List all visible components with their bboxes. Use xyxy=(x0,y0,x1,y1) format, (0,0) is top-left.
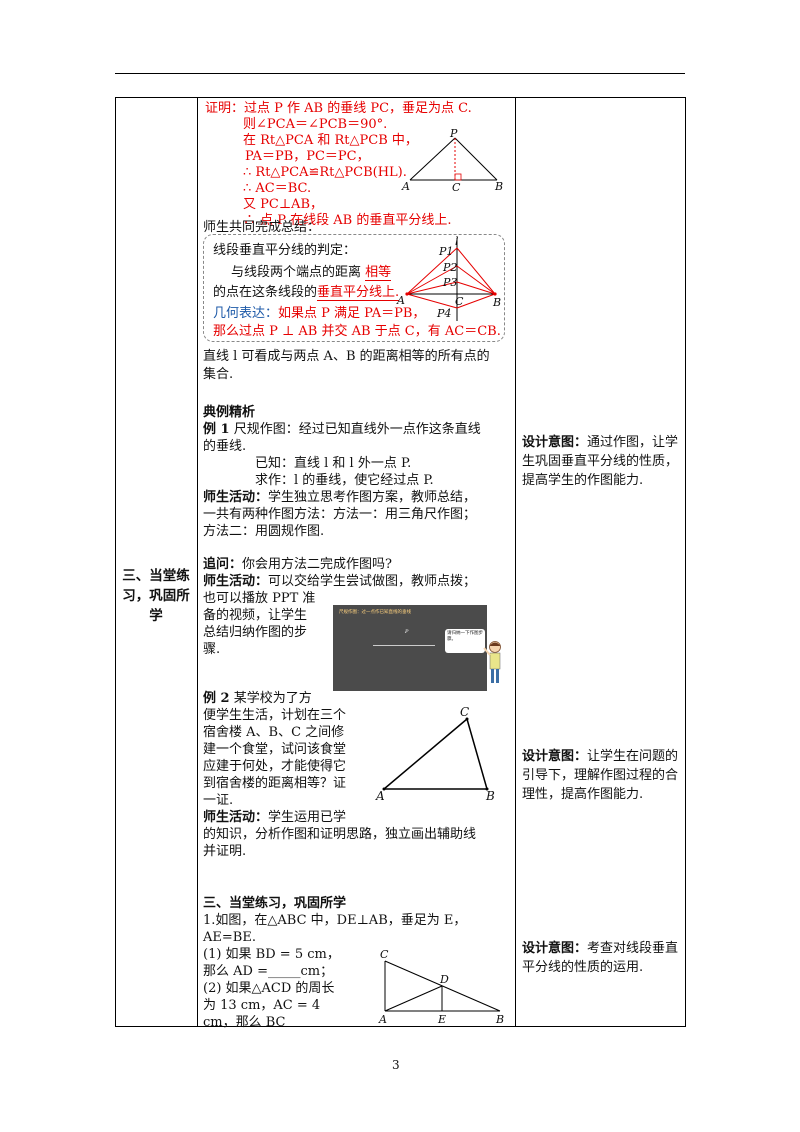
example2-line-7: 一证. xyxy=(203,793,234,808)
example1-activity-1: 师生活动：学生独立思考作图方案，教师总结， xyxy=(203,490,477,505)
proof-line-4: PA＝PB，PC＝PC， xyxy=(245,149,370,164)
example2-activity-2: 的知识，分析作图和证明思路，独立画出辅助线 xyxy=(203,827,477,842)
fig4-label-e: E xyxy=(437,1013,446,1026)
example2-line-5: 应建于何处，才能使得它 xyxy=(203,759,347,774)
lesson-table xyxy=(114,97,687,1027)
proof-line-8: ∴ 点 P 在线段 AB 的垂直平分线上. xyxy=(243,213,452,228)
fig1-label-a: A xyxy=(401,180,410,193)
ppt-header: 尺规作图：过一点作已知直线的垂线 xyxy=(339,610,411,615)
proof-line-1: 证明：过点 P 作 AB 的垂线 PC，垂足为点 C. xyxy=(205,101,472,116)
example-heading: 典例精析 xyxy=(203,405,256,420)
ppt-speech-bubble: 请归纳一下作图步骤。 xyxy=(445,629,485,653)
practice-p2: (2) 如果△ACD 的周长 xyxy=(203,981,335,996)
proof-line-3: 在 Rt△PCA 和 Rt△PCB 中， xyxy=(243,133,418,148)
fig1-label-p: P xyxy=(449,127,458,140)
fig4-label-d: D xyxy=(439,973,449,986)
followup-line-3: 备的视频，让学生 xyxy=(203,608,308,623)
example1-line-2: 的垂线. xyxy=(203,439,247,454)
practice-p1b: 那么 AD =_____cm； xyxy=(203,964,334,979)
bisector-figure: l P1 P2 P3 A C B P4 xyxy=(396,235,501,321)
example2-line-1: 例 2 某学校为了方 xyxy=(203,691,312,706)
dormitory-triangle-figure: C A B xyxy=(375,705,495,803)
summary-box xyxy=(203,234,505,342)
example2-activity-1: 师生活动：学生运用已学 xyxy=(203,810,347,825)
practice-heading: 三、当堂练习，巩固所学 xyxy=(203,896,347,911)
example2-line-4: 建一个食堂，试问该食堂 xyxy=(203,742,347,757)
design-note-1: 设计意图：通过作图，让学生巩固垂直平分线的性质，提高学生的作图能力. xyxy=(522,435,679,488)
example1-activity-2: 一共有两种作图方法：方法一：用三角尺作图； xyxy=(203,507,477,522)
followup-activity-1: 师生活动：可以交给学生尝试做图，教师点拨； xyxy=(203,574,477,589)
set-text-2: 集合. xyxy=(203,367,234,382)
fig2-label-a: A xyxy=(396,294,405,307)
practice-p2b: 为 13 cm，AC = 4 xyxy=(203,998,321,1013)
section-title: 三、当堂练习，巩固所学 xyxy=(122,568,190,624)
example2-line-2: 便学生生活，计划在三个 xyxy=(203,708,347,723)
box-text-1: 与线段两个端点的距离 相等 xyxy=(231,265,392,281)
header-rule xyxy=(115,73,685,74)
fig3-label-b: B xyxy=(485,789,495,803)
fig3-label-a: A xyxy=(375,789,385,803)
fig2-label-p2: P2 xyxy=(442,261,457,274)
example1-activity-3: 方法二：用圆规作图. xyxy=(203,524,325,539)
followup-line-4: 总结归纳作图的步 xyxy=(203,625,308,640)
box-geo-2: 那么过点 P ⊥ AB 并交 AB 于点 C，有 AC＝CB. xyxy=(213,324,501,339)
practice-p1: (1) 如果 BD = 5 cm， xyxy=(203,947,340,962)
example2-line-3: 宿舍楼 A、B、C 之间修 xyxy=(203,725,345,740)
example1-given: 已知：直线 l 和 l 外一点 P. xyxy=(255,456,412,471)
box-title: 线段垂直平分线的判定： xyxy=(213,243,357,258)
box-text-2: 的点在这条线段的垂直平分线上. xyxy=(213,285,400,301)
box-geo-1: 几何表达：如果点 P 满足 PA＝PB， xyxy=(213,306,426,321)
fig2-label-c: C xyxy=(455,295,464,308)
practice-q1b: AE=BE. xyxy=(203,930,256,945)
fig3-label-c: C xyxy=(460,705,469,719)
fig1-label-c: C xyxy=(452,181,461,194)
followup-question: 追问：你会用方法二完成作图吗? xyxy=(203,557,392,572)
practice-triangle-figure: C D A E B xyxy=(378,948,504,1026)
design-note-3: 设计意图：考查对线段垂直平分线的性质的运用. xyxy=(522,941,679,975)
example2-activity-3: 并证明. xyxy=(203,844,247,859)
notes-cell xyxy=(514,97,687,1027)
ppt-line xyxy=(373,645,435,646)
fig2-label-p4: P4 xyxy=(436,307,451,320)
fig4-label-c: C xyxy=(380,948,389,961)
example2-line-6: 到宿舍楼的距离相等？证 xyxy=(203,776,347,791)
fig4-label-a: A xyxy=(378,1013,387,1026)
proof-line-6: ∴ AC＝BC. xyxy=(243,181,312,196)
section-cell xyxy=(114,97,199,1027)
followup-line-2: 也可以播放 PPT 准 xyxy=(203,591,316,606)
proof-line-5: ∴ Rt△PCA≌Rt△PCB(HL). xyxy=(243,165,407,180)
practice-q1: 1.如图，在△ABC 中，DE⊥AB，垂足为 E， xyxy=(203,913,467,928)
fig4-label-b: B xyxy=(495,1013,504,1026)
design-note-2: 设计意图：让学生在问题的引导下，理解作图过程的合理性，提高作图能力. xyxy=(522,749,679,802)
teacher-cartoon-icon xyxy=(483,641,501,683)
set-text-1: 直线 l 可看成与两点 A、B 的距离相等的所有点的 xyxy=(203,349,490,364)
proof-line-7: 又 PC⊥AB， xyxy=(243,197,323,212)
proof-line-2: 则∠PCA＝∠PCB＝90°. xyxy=(243,117,388,132)
summary-intro: 师生共同完成总结： xyxy=(203,220,321,235)
fig2-label-p1: P1 xyxy=(438,245,453,258)
fig1-label-b: B xyxy=(494,180,503,193)
ppt-point-label: P xyxy=(405,629,409,635)
example1-find: 求作：l 的垂线，使它经过点 P. xyxy=(255,473,434,488)
practice-p2c: cm，那么 BC xyxy=(203,1015,286,1030)
followup-line-5: 骤. xyxy=(203,642,221,657)
fig2-label-b: B xyxy=(492,296,501,309)
example1-line-1: 例 1 尺规作图：经过已知直线外一点作这条直线 xyxy=(203,422,481,437)
content-cell xyxy=(197,97,516,1027)
page-number: 3 xyxy=(392,1058,400,1072)
ppt-video-thumbnail[interactable]: 尺规作图：过一点作已知直线的垂线 P 请归纳一下作图步骤。 xyxy=(333,605,487,691)
proof-triangle-figure: P A C B xyxy=(401,127,503,194)
fig2-label-l: l xyxy=(455,235,459,248)
fig2-label-p3: P3 xyxy=(442,276,457,289)
